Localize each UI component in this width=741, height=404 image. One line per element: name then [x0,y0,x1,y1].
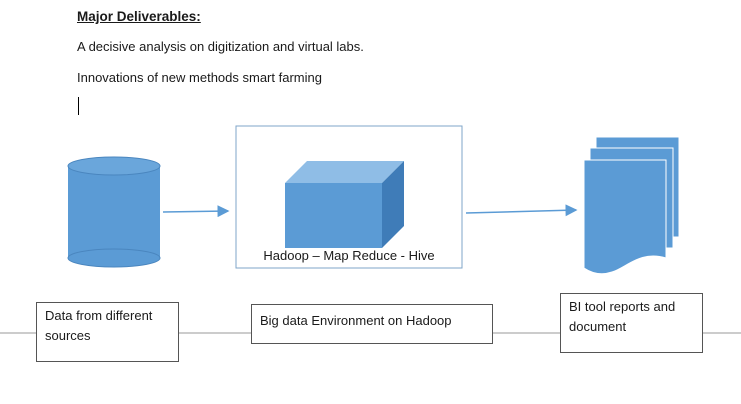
cube-icon [285,161,404,248]
deliverable-line-2: Innovations of new methods smart farming [77,70,322,85]
flow-arrow-2 [465,204,578,217]
caption-data-sources: Data from different sources [36,302,179,362]
caption-big-data-environment: Big data Environment on Hadoop [251,304,493,344]
documents-icon [583,136,680,275]
hadoop-inner-label: Hadoop – Map Reduce - Hive [263,248,435,263]
deliverables-heading: Major Deliverables: [77,9,201,24]
text-cursor [78,97,79,115]
deliverable-line-1: A decisive analysis on digitization and … [77,39,364,54]
hadoop-frame [235,125,463,269]
database-icon [67,156,161,268]
caption-bi-reports: BI tool reports and document [560,293,703,353]
flow-arrow-1 [162,205,230,218]
